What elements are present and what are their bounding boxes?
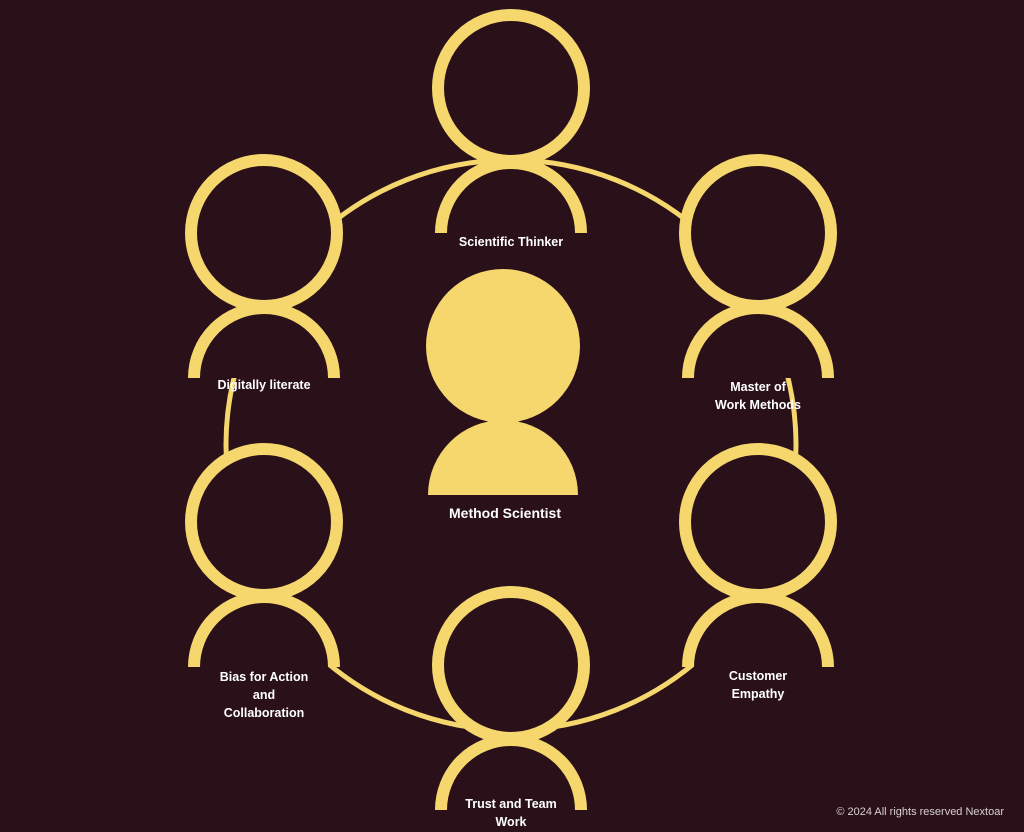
role-label-line: Empathy	[731, 687, 785, 701]
role-label-line: Work Methods	[715, 398, 801, 412]
person-icon-master-of-work-methods	[679, 154, 837, 379]
role-label-master-of-work-methods: Master of Work Methods	[715, 378, 801, 414]
role-label-line: Scientific Thinker	[458, 235, 564, 249]
role-label-line: Collaboration	[223, 706, 305, 720]
center-label: Method Scientist	[448, 505, 562, 521]
person-icon-bias-for-action	[185, 443, 343, 668]
person-icon-customer-empathy	[679, 443, 837, 668]
person-icon-scientific-thinker	[432, 9, 590, 234]
role-label-scientific-thinker: Scientific Thinker	[459, 233, 563, 251]
role-label-line: Bias for Action	[219, 670, 309, 684]
role-label-line: Customer	[728, 669, 788, 683]
copyright-footer: © 2024 All rights reserved Nextoar	[836, 806, 1004, 818]
person-icon-trust-and-team-work	[432, 586, 590, 811]
role-label-line: Master of	[730, 380, 786, 394]
role-label-line: Trust and Team	[465, 797, 557, 811]
role-label-line: Work	[495, 815, 527, 829]
role-label-digitally-literate: Digitally literate	[217, 376, 310, 394]
role-label-line: and	[252, 688, 276, 702]
person-icon-digitally-literate	[185, 154, 343, 379]
role-label-line: Digitally literate	[217, 378, 311, 392]
person-filled-icon	[426, 269, 580, 495]
